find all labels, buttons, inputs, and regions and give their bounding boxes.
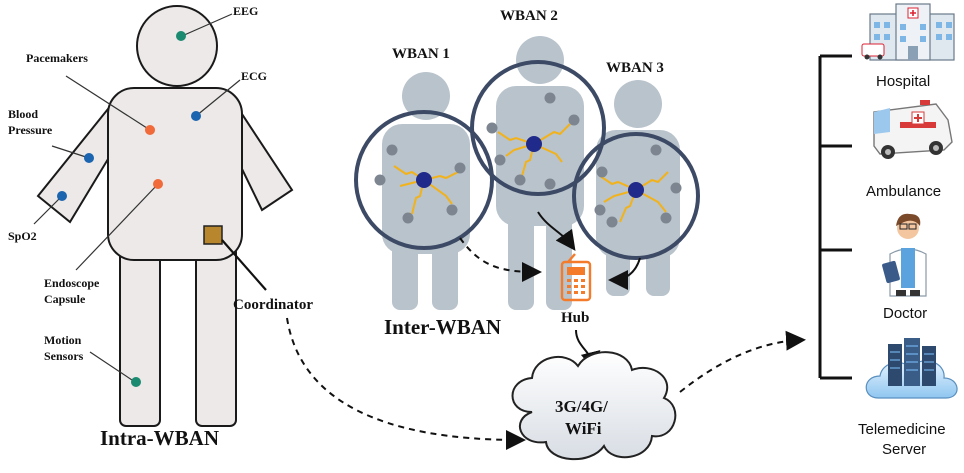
wban3-to-hub-arrow — [608, 257, 641, 290]
wban1-to-hub-arrow — [459, 237, 542, 282]
eeg-label: EEG — [233, 4, 258, 18]
hub-phone-icon — [560, 253, 592, 302]
intra-wban-body — [36, 5, 294, 427]
left-leg — [119, 245, 161, 427]
server-label-1: Telemedicine — [858, 421, 946, 438]
endoscope-sensor — [153, 179, 163, 189]
wban2-ring — [470, 60, 606, 196]
motion-label-2: Sensors — [44, 349, 84, 363]
motion-label-1: Motion — [44, 333, 82, 347]
ambulance-label: Ambulance — [866, 183, 941, 200]
wban1-network — [374, 144, 466, 224]
telemedicine-server-icon — [865, 338, 958, 399]
doctor-icon — [882, 213, 927, 297]
wban3-ring — [572, 132, 700, 260]
network-label-2: WiFi — [565, 419, 602, 438]
ambulance-icon — [873, 100, 953, 159]
wban2-network — [486, 92, 580, 190]
wban1-label: WBAN 1 — [392, 46, 450, 62]
coordinator-node — [203, 225, 223, 245]
person-1-silhouette — [382, 72, 470, 310]
pacemaker-sensor — [145, 125, 155, 135]
sensor-leader-lines — [33, 13, 241, 383]
network-cloud — [511, 351, 677, 460]
hospital-icon — [861, 3, 955, 61]
inter-wban-title: Inter-WBAN — [384, 315, 501, 339]
hospital-label: Hospital — [876, 73, 930, 90]
endoscope-label-1: Endoscope — [44, 276, 100, 290]
ecg-sensor — [191, 111, 201, 121]
intra-wban-title: Intra-WBAN — [100, 426, 219, 450]
motion-sensor — [131, 377, 141, 387]
wban2-to-hub-arrow — [537, 211, 576, 251]
blood-pressure-sensor — [84, 153, 94, 163]
wban1-ring — [354, 110, 494, 250]
wban3-network — [594, 144, 682, 228]
ecg-label: ECG — [241, 69, 267, 83]
eeg-sensor — [176, 31, 186, 41]
hub-label: Hub — [561, 310, 589, 326]
server-label-2: Server — [882, 441, 926, 458]
wban2-label: WBAN 2 — [500, 8, 558, 24]
torso — [107, 87, 243, 261]
wban-rings — [354, 60, 700, 260]
coordinator-label: Coordinator — [233, 297, 313, 313]
head — [136, 5, 218, 87]
blood-pressure-label-2: Pressure — [8, 123, 53, 137]
right-leg — [195, 245, 237, 427]
endoscope-label-2: Capsule — [44, 292, 86, 306]
network-label-1: 3G/4G/ — [555, 397, 608, 416]
spo2-sensor — [57, 191, 67, 201]
coordinator-to-cloud-arrow — [286, 317, 526, 450]
destinations-bracket — [818, 54, 852, 380]
spo2-label: SpO2 — [8, 229, 37, 243]
wban3-label: WBAN 3 — [606, 60, 664, 76]
blood-pressure-label-1: Blood — [8, 107, 38, 121]
cloud-to-destinations-arrow — [679, 330, 806, 393]
pacemakers-label: Pacemakers — [26, 51, 88, 65]
doctor-label: Doctor — [883, 305, 927, 322]
inter-wban-silhouettes — [382, 36, 680, 310]
